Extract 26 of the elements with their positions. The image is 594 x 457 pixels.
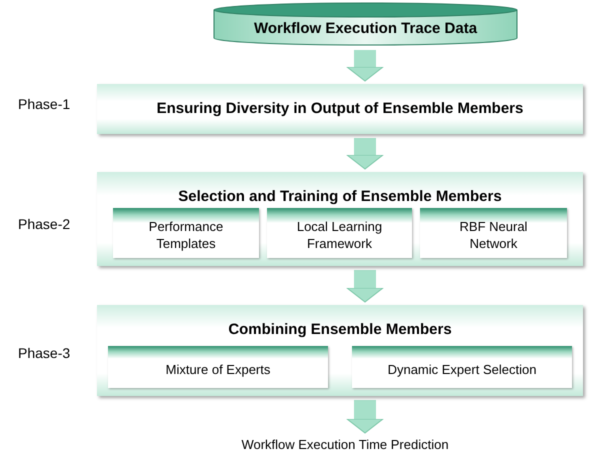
method-label: Performance Templates (148, 218, 224, 252)
block-arrow (346, 50, 384, 82)
method-box (267, 208, 412, 258)
method-label: Local Learning Framework (296, 218, 384, 252)
output-label: Workflow Execution Time Prediction (241, 436, 449, 454)
block-arrow (346, 138, 384, 170)
phase-label: Phase-3 (18, 344, 70, 363)
phase-title: Combining Ensemble Members (227, 320, 453, 340)
block-arrow (346, 400, 384, 434)
phase-box (97, 172, 583, 266)
block-arrow (346, 270, 384, 302)
phase-label: Phase-2 (18, 215, 70, 234)
data-cylinder (213, 2, 518, 46)
method-label: RBF Neural Network (458, 218, 528, 252)
method-label: Mixture of Experts (164, 360, 272, 378)
method-box (420, 208, 567, 258)
phase-box (97, 84, 583, 134)
method-box (108, 346, 328, 388)
phase-label: Phase-1 (18, 95, 70, 114)
method-label: Dynamic Expert Selection (386, 360, 538, 378)
method-box (113, 208, 259, 258)
phase-title: Selection and Training of Ensemble Members (177, 187, 503, 207)
node-title: Workflow Execution Trace Data (254, 18, 478, 39)
method-box (352, 346, 572, 388)
phase-title: Ensuring Diversity in Output of Ensemble Members (156, 98, 524, 119)
phase-box (97, 305, 583, 396)
